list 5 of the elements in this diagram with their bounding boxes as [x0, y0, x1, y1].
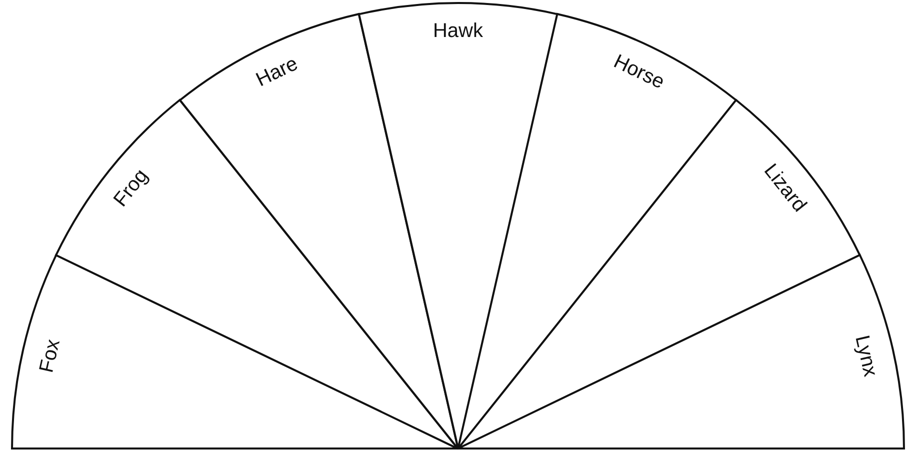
- sector-label: Horse: [610, 52, 668, 93]
- sector-label: Fox: [37, 338, 64, 374]
- sector-label: Lynx: [851, 334, 880, 378]
- sector-label: Hawk: [432, 21, 483, 41]
- sector-label: Hare: [252, 54, 300, 91]
